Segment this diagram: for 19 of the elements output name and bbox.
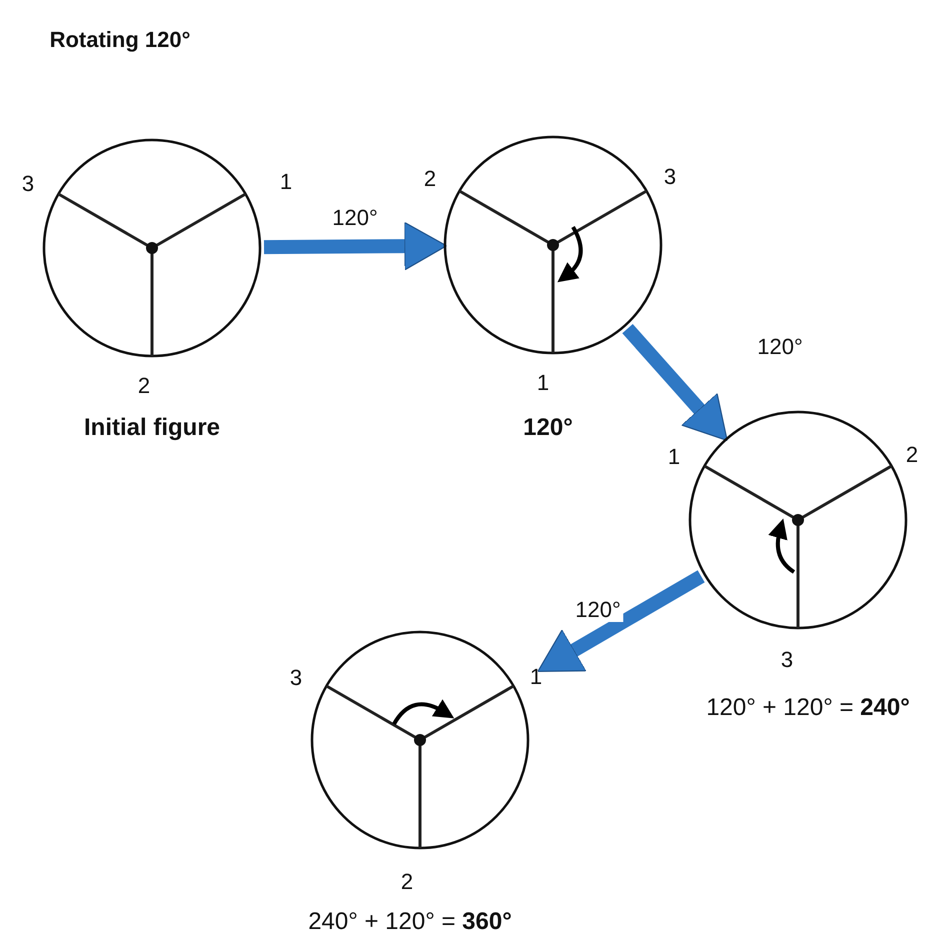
position-number: 2 [424, 168, 436, 190]
title: Rotating 120° [50, 29, 190, 51]
block-arrow [537, 570, 705, 672]
position-number: 3 [664, 166, 676, 188]
figure-caption: 120° + 120° = 240° [706, 696, 910, 720]
position-number: 2 [400, 871, 414, 893]
figure-caption: 120° [523, 416, 573, 440]
position-number: 2 [906, 444, 918, 466]
figure-caption: Initial figure [84, 416, 220, 440]
block-arrow [622, 324, 728, 442]
position-number: 1 [536, 372, 550, 394]
position-number: 2 [138, 375, 150, 397]
position-number: 3 [290, 667, 302, 689]
position-number: 3 [22, 173, 34, 195]
position-number: 1 [668, 446, 680, 468]
position-number: 1 [280, 171, 292, 193]
position-number: 1 [530, 666, 542, 688]
figure-caption: 240° + 120° = 360° [308, 910, 512, 934]
position-number: 3 [780, 649, 794, 671]
